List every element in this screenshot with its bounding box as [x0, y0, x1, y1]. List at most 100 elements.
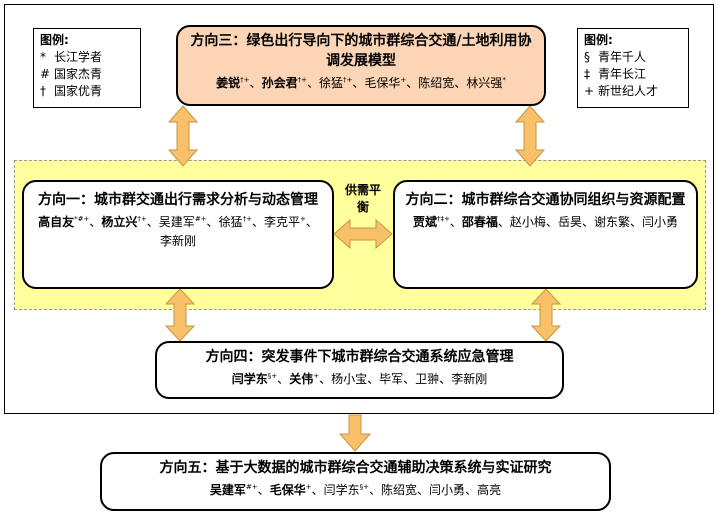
- arrow-supply-demand: [333, 218, 393, 250]
- direction-5-title: 方向五：基于大数据的城市群综合交通辅助决策系统与实证研究: [159, 460, 552, 476]
- legend-label: 长江学者: [54, 50, 103, 64]
- person-name: 邵春福: [461, 215, 498, 229]
- direction-1-people: 高自友*#+、杨立兴†+、吴建军#+、徐猛†+、李克平+、李新刚: [36, 210, 320, 251]
- person: 吴建军#+、: [209, 483, 270, 497]
- person: 高亮: [477, 483, 501, 497]
- person: 闫学东§+、: [323, 483, 381, 497]
- person: 毕军、: [379, 372, 416, 386]
- person-honor: #+: [194, 215, 207, 223]
- person-name: 高亮: [477, 483, 502, 497]
- direction-3-box: 方向三：绿色出行导向下的城市群综合交通/土地利用协调发展模型 姜锐†+、孙会君†…: [176, 25, 546, 106]
- person-name: 姜锐: [216, 76, 241, 90]
- person: 闫小勇、: [429, 483, 478, 497]
- direction-4-title: 方向四：突发事件下城市群综合交通系统应急管理: [205, 349, 514, 365]
- person-name: 李克平: [263, 215, 300, 229]
- direction-1-title: 方向一：城市群交通出行需求分析与动态管理: [38, 192, 318, 208]
- person: 姜锐†+、: [216, 76, 262, 90]
- legend-item: #国家杰青: [40, 66, 134, 83]
- person-name: 毛保华: [269, 483, 306, 497]
- person: 谢东繁、: [593, 215, 642, 229]
- person-honor: *: [502, 76, 506, 84]
- direction-2-people: 贾斌†‡+、邵春福、赵小梅、岳昊、谢东繁、闫小勇: [403, 210, 688, 232]
- arrow-dir3-dir1: [167, 105, 199, 167]
- legend-label: 国家杰青: [54, 67, 103, 81]
- person-name: 闫小勇: [642, 215, 679, 229]
- person: 李新刚: [451, 372, 487, 386]
- person-name: 毛保华: [364, 76, 401, 90]
- person: 杨立兴†+、: [101, 215, 159, 229]
- person: 徐猛†+、: [218, 215, 264, 229]
- legend-title: 图例:: [40, 33, 69, 47]
- legend-item: †国家优青: [40, 83, 134, 100]
- person-honor: †‡+: [436, 215, 450, 223]
- person: 邵春福、: [461, 215, 510, 229]
- outer-frame: [4, 4, 714, 414]
- legend-label: 新世纪人才: [598, 84, 659, 98]
- person-name: 杨小宝: [331, 372, 368, 386]
- person-honor: +: [400, 76, 407, 84]
- person: 毛保华+、: [269, 483, 324, 497]
- person-name: 陈绍宽: [418, 76, 455, 90]
- arrow-down-dir5: [338, 414, 372, 452]
- person-name: 闫学东: [231, 372, 268, 386]
- legend-item: § 青年千人: [584, 49, 682, 66]
- person: 卫翀、: [415, 372, 452, 386]
- arrow-dir3-dir2: [514, 105, 546, 167]
- person-name: 林兴强: [466, 76, 503, 90]
- person: 毛保华+、: [364, 76, 419, 90]
- direction-4-people: 闫学东§+、关伟+、杨小宝、毕军、卫翀、李新刚: [163, 367, 556, 389]
- supply-demand-label: 供需平衡: [344, 183, 381, 214]
- person-name: 高自友: [38, 215, 75, 229]
- person: 李克平+、: [263, 215, 318, 229]
- legend-right: 图例: § 青年千人 ‡ 青年长江 +新世纪人才: [577, 28, 689, 108]
- person: 陈绍宽、: [381, 483, 430, 497]
- person-name: 李新刚: [451, 372, 488, 386]
- person: 岳昊、: [557, 215, 594, 229]
- person-honor: †+: [240, 76, 250, 84]
- person-honor: †+: [242, 215, 252, 223]
- person-name: 杨立兴: [101, 215, 138, 229]
- legend-label: 青年千人: [598, 50, 647, 64]
- person-honor: §+: [359, 483, 369, 491]
- person-honor: +: [305, 483, 312, 491]
- person-name: 徐猛: [218, 215, 243, 229]
- legend-title: 图例:: [584, 33, 613, 47]
- legend-symbol: ‡: [584, 67, 590, 81]
- person-name: 谢东繁: [593, 215, 630, 229]
- direction-4-box: 方向四：突发事件下城市群综合交通系统应急管理 闫学东§+、关伟+、杨小宝、毕军、…: [155, 341, 564, 399]
- person: 闫小勇: [642, 215, 678, 229]
- person-name: 关伟: [289, 372, 314, 386]
- legend-item: * 长江学者: [40, 49, 134, 66]
- person: 吴建军#+、: [158, 215, 219, 229]
- person-name: 毕军: [379, 372, 404, 386]
- person: 闫学东§+、: [231, 372, 290, 386]
- direction-1-box: 方向一：城市群交通出行需求分析与动态管理 高自友*#+、杨立兴†+、吴建军#+、…: [22, 180, 334, 289]
- direction-2-box: 方向二：城市群综合交通协同组织与资源配置 贾斌†‡+、邵春福、赵小梅、岳昊、谢东…: [393, 180, 698, 289]
- person-name: 闫学东: [323, 483, 360, 497]
- legend-symbol: *: [40, 50, 46, 64]
- person-name: 李新刚: [159, 234, 196, 248]
- legend-label: 青年长江: [598, 67, 647, 81]
- legend-symbol: #: [40, 67, 51, 81]
- person: 徐猛†+、: [318, 76, 365, 90]
- person: 林兴强*: [466, 76, 506, 90]
- person: 关伟+、: [289, 372, 332, 386]
- legend-symbol: §: [584, 50, 590, 64]
- person-name: 卫翀: [415, 372, 440, 386]
- person: 杨小宝、: [331, 372, 380, 386]
- person-honor: †+: [342, 76, 353, 84]
- legend-label: 国家优青: [54, 84, 103, 98]
- person: 赵小梅、: [509, 215, 558, 229]
- person-name: 吴建军: [158, 215, 195, 229]
- person: 李新刚: [160, 234, 196, 248]
- legend-item: +新世纪人才: [584, 83, 682, 100]
- person-name: 赵小梅: [509, 215, 546, 229]
- person-honor: †+: [297, 76, 307, 84]
- direction-2-title: 方向二：城市群综合交通协同组织与资源配置: [405, 192, 686, 208]
- direction-5-people: 吴建军#+、毛保华+、闫学东§+、陈绍宽、闫小勇、高亮: [108, 478, 603, 500]
- person-name: 徐猛: [318, 76, 343, 90]
- legend-left: 图例: *长江学者#国家杰青†国家优青: [33, 28, 141, 108]
- person: 贾斌†‡+、: [412, 215, 462, 229]
